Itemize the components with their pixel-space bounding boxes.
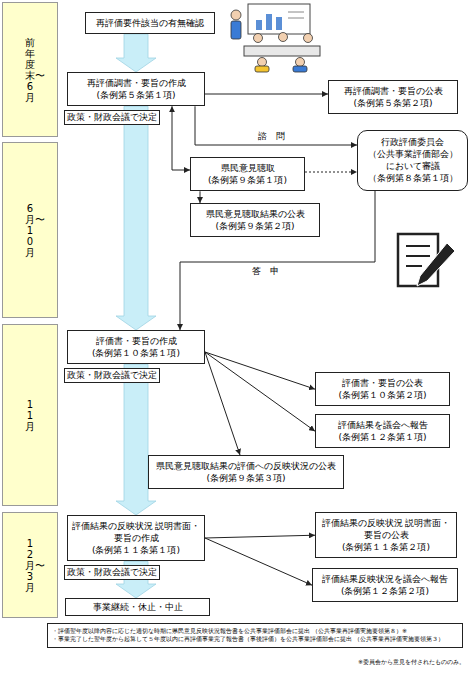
box-text: 評価結果を議会へ報告 (条例第１２条第１項)	[319, 419, 446, 443]
period-band: 6月〜10月	[2, 142, 58, 318]
person-body	[231, 21, 241, 39]
process-box: 再評価調書・要旨の作成 (条例第５条第１項)	[67, 72, 205, 106]
box-text: 評価結果反映状況を議会へ報告 (条例第１２条第２項)	[316, 573, 454, 597]
notes-box: ・評価翌年度以降内容に応じた適切な時期に県民意見反映状況報告書を公共事業評価部会…	[47, 623, 463, 648]
box-text: 評価結果の反映状況 説明書面・要旨の作成 (条例第１１条第１項)	[71, 520, 201, 556]
period-label: 12月〜3月	[25, 538, 35, 593]
document-icon	[398, 234, 455, 286]
paper-line	[406, 245, 430, 247]
connector	[205, 352, 240, 455]
board-line	[288, 18, 304, 19]
process-box: 再評価調書・要旨の公表 (条例第５条第２項)	[328, 80, 458, 114]
period-band: 前年度末〜6月	[2, 2, 58, 137]
whiteboard	[248, 4, 310, 34]
box-text: ・評価翌年度以降内容に応じた適切な時期に県民意見反映状況報告書を公共事業評価部会…	[52, 627, 458, 635]
connector	[205, 94, 328, 95]
result-box: 事業継続・休止・中止	[65, 598, 210, 616]
period-label: 11月	[25, 399, 35, 432]
decision-note-box: 政策・財政会議で決定	[64, 368, 160, 383]
chart-bar	[276, 17, 282, 30]
box-text: 政策・財政会議で決定	[67, 567, 157, 578]
paper-line	[406, 255, 430, 257]
chart-bar	[256, 20, 262, 30]
period-band: 11月	[2, 324, 58, 506]
period-label: 6月〜10月	[25, 203, 35, 258]
box-text: 事業継続・休止・中止	[69, 601, 206, 613]
pen	[417, 243, 455, 286]
process-box: 評価結果の反映状況 説明書面・要旨の作成 (条例第１１条第１項)	[67, 515, 205, 561]
process-box: 評価書・要旨の作成 (条例第１０条第１項)	[67, 330, 205, 364]
connector	[180, 191, 375, 330]
box-text: 政策・財政会議で決定	[67, 370, 157, 381]
paper	[398, 234, 438, 286]
person-head	[231, 10, 241, 20]
process-box: 再評価要件該当の有無確認	[85, 12, 215, 34]
box-text: 政策・財政会議で決定	[67, 112, 157, 123]
person-head	[279, 33, 288, 42]
connector	[172, 106, 190, 170]
box-text: 県民意見聴取 (条例第９条第１項)	[194, 162, 301, 186]
chart-bar	[266, 14, 272, 30]
box-text: 再評価調書・要旨の作成 (条例第５条第１項)	[71, 77, 201, 101]
box-text: 再評価要件該当の有無確認	[89, 17, 211, 29]
box-text: 評価結果の反映状況 説明書面・要旨の公表 (条例第１１条第２項)	[319, 517, 453, 553]
connector	[205, 538, 312, 585]
box-text: ・事業完了した翌年度から起算して５年度以内に再評価事業完了報告書（事後評価）を公…	[52, 635, 458, 643]
box-text: 行政評価委員会 （公共事業評価部会） において審議 （条例第８条第１項）	[361, 136, 464, 185]
process-box: 県民意見聴取結果の評価への反映状況の公表 (条例第９条第３項)	[148, 455, 344, 489]
flow-arrow	[116, 364, 156, 515]
process-box: 県民意見聴取結果の公表 (条例第９条第２項)	[190, 203, 320, 237]
person-head	[254, 34, 263, 43]
connector	[205, 352, 315, 431]
edge-label: 諮 問	[256, 131, 287, 143]
process-box: 県民意見聴取 (条例第９条第１項)	[190, 157, 305, 191]
decision-note-box: 政策・財政会議で決定	[64, 110, 160, 125]
person-body	[293, 66, 307, 72]
connector	[205, 535, 315, 538]
person-head	[304, 34, 313, 43]
paper-line	[406, 265, 422, 267]
committee-box: 行政評価委員会 （公共事業評価部会） において審議 （条例第８条第１項）	[357, 130, 468, 191]
box-text: 県民意見聴取結果の評価への反映状況の公表 (条例第９条第３項)	[152, 460, 340, 484]
meeting-table	[244, 46, 320, 56]
flow-arrow	[116, 106, 156, 330]
decision-note-box: 政策・財政会議で決定	[64, 565, 160, 580]
meeting-illustration	[231, 4, 320, 72]
box-text: 再評価調書・要旨の公表 (条例第５条第２項)	[332, 85, 454, 109]
connector	[200, 191, 201, 203]
connector	[205, 352, 315, 389]
process-box: 評価書・要旨の公表 (条例第１０条第２項)	[315, 372, 450, 406]
box-text: 県民意見聴取結果の公表 (条例第９条第２項)	[194, 208, 316, 232]
flow-arrow	[116, 34, 156, 72]
person-head	[258, 58, 267, 67]
person-head	[296, 58, 305, 67]
period-label: 前年度末〜6月	[25, 37, 35, 103]
footnote: ※委員会から意見を付されたもののみ。	[358, 658, 465, 666]
edge-label: 答 申	[250, 266, 281, 278]
box-text: 評価書・要旨の作成 (条例第１０条第１項)	[71, 335, 201, 359]
process-box: 評価結果を議会へ報告 (条例第１２条第１項)	[315, 414, 450, 448]
process-box: 評価結果の反映状況 説明書面・要旨の公表 (条例第１１条第２項)	[315, 512, 457, 558]
process-box: 評価結果反映状況を議会へ報告 (条例第１２条第２項)	[312, 568, 458, 602]
board-line	[288, 12, 304, 13]
period-band: 12月〜3月	[2, 512, 58, 618]
person-body	[255, 66, 269, 72]
connector	[305, 172, 357, 173]
box-text: 評価書・要旨の公表 (条例第１０条第２項)	[319, 377, 446, 401]
